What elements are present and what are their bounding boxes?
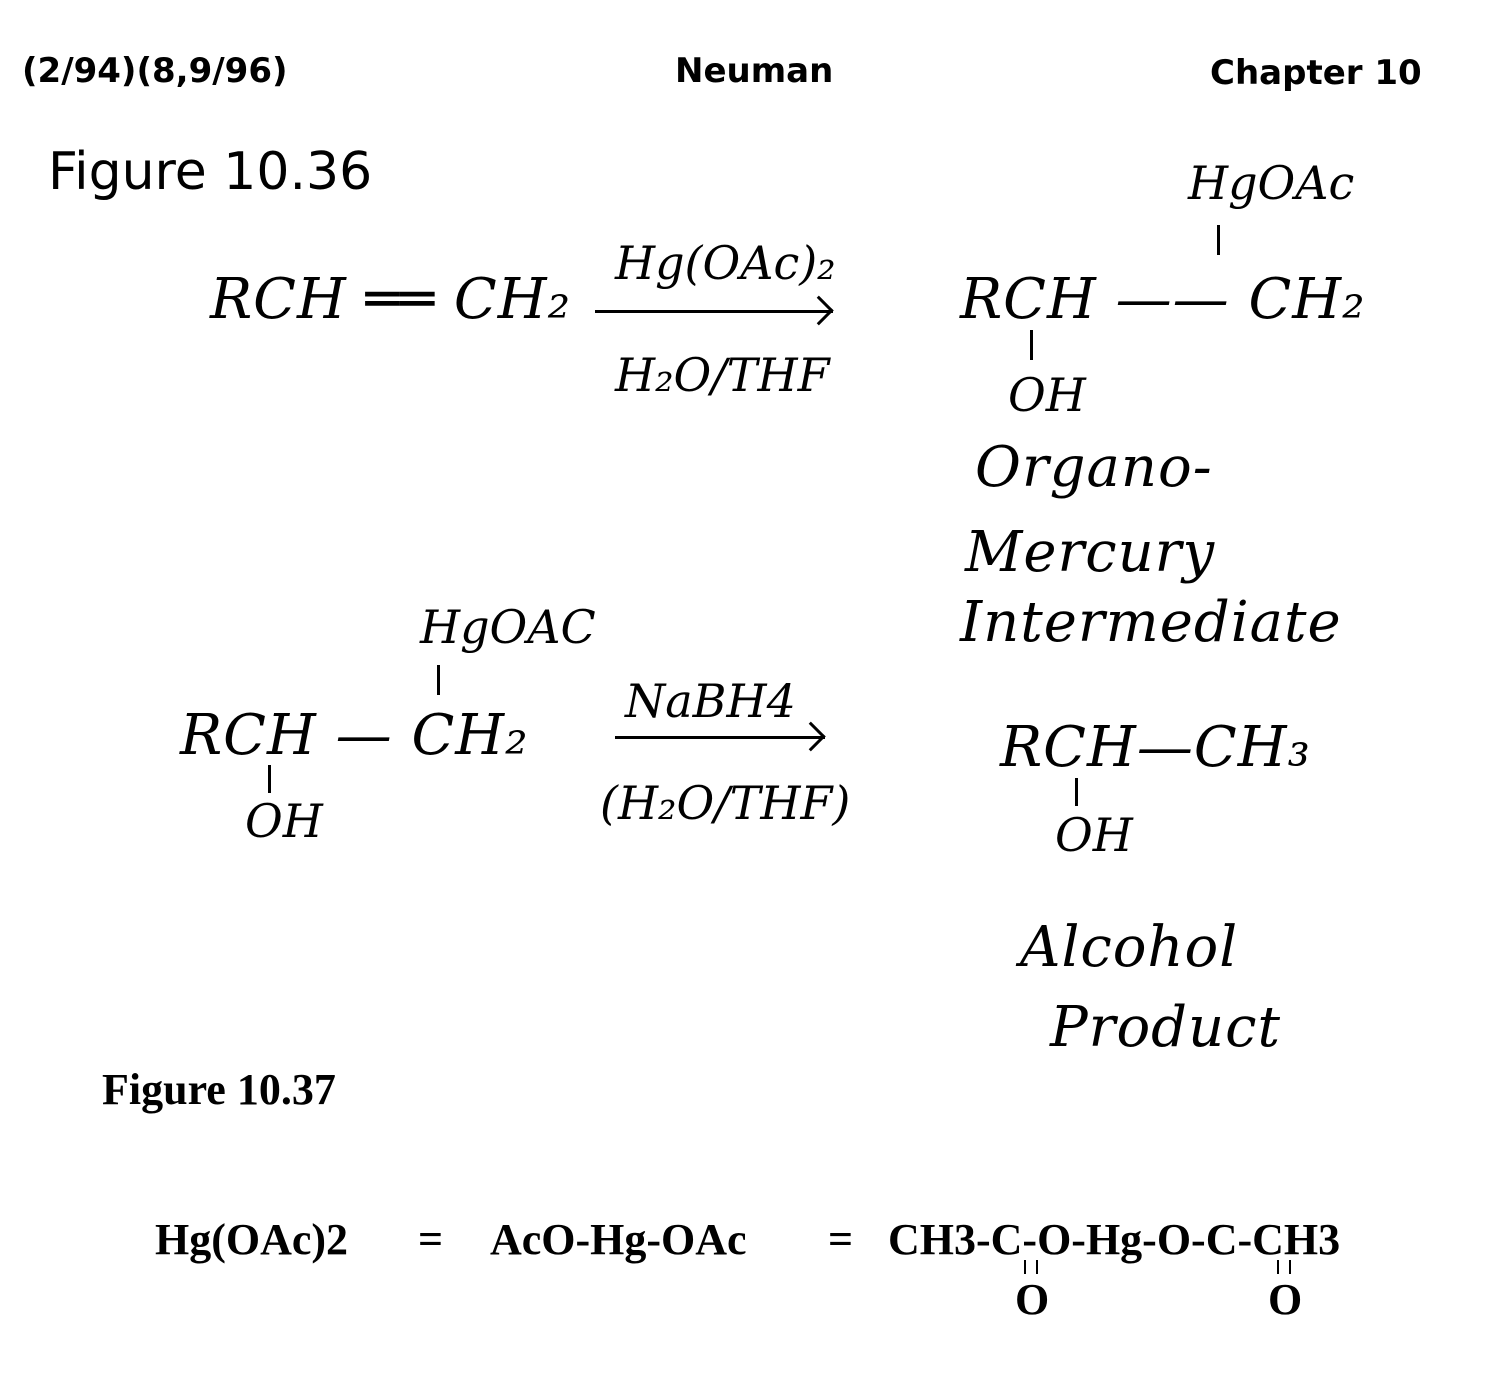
bond-line	[1217, 225, 1220, 255]
formula-aco-hg-oac: AcO-Hg-OAc	[490, 1215, 747, 1264]
reaction2-reagent-top: NaBH4	[625, 674, 796, 728]
reaction1-reactant: RCH ══ CH₂	[210, 267, 572, 332]
label-mercury: Mercury	[965, 520, 1216, 585]
reaction2-reactant-hgoac: HgOAC	[420, 600, 596, 654]
double-bond	[1024, 1260, 1038, 1274]
label-product: Product	[1050, 995, 1281, 1060]
reaction1-product-main: RCH —— CH₂	[960, 267, 1366, 332]
reaction2-product-oh: OH	[1055, 808, 1133, 862]
carbonyl-oxygen-1: O	[1015, 1275, 1050, 1324]
formula-hg-oac-2: Hg(OAc)2	[155, 1215, 349, 1264]
reaction-arrow-2	[615, 736, 825, 739]
double-bond	[1277, 1260, 1291, 1274]
reaction-arrow-1	[595, 310, 833, 313]
header-dates: (2/94)(8,9/96)	[22, 51, 288, 91]
equals-sign: =	[828, 1215, 854, 1264]
header-author: Neuman	[675, 51, 834, 91]
bond-line	[1030, 330, 1033, 360]
header-chapter: Chapter 10	[1210, 53, 1422, 93]
bond-line	[268, 765, 271, 793]
reaction1-reagent-top: Hg(OAc)₂	[615, 236, 836, 290]
reaction1-reagent-bottom: H₂O/THF	[615, 348, 830, 402]
figure-10-37-title: Figure 10.37	[102, 1065, 336, 1114]
label-organo: Organo-	[975, 435, 1213, 500]
reaction1-product-oh: OH	[1008, 368, 1086, 422]
reaction2-reagent-bottom: (H₂O/THF)	[600, 776, 851, 830]
reaction1-product-hgoac: HgOAc	[1188, 156, 1355, 210]
figure-10-36-title: Figure 10.36	[48, 142, 373, 202]
bond-line	[437, 665, 440, 695]
reaction2-product-main: RCH—CH₃	[1000, 715, 1311, 780]
equals-sign: =	[418, 1215, 444, 1264]
reaction2-reactant-main: RCH — CH₂	[180, 703, 529, 768]
bond-line	[1075, 778, 1078, 806]
carbonyl-oxygen-2: O	[1268, 1275, 1303, 1324]
label-intermediate: Intermediate	[960, 590, 1342, 655]
reaction2-reactant-oh: OH	[245, 794, 323, 848]
label-alcohol: Alcohol	[1020, 915, 1239, 980]
formula-expanded: CH3-C-O-Hg-O-C-CH3	[888, 1215, 1341, 1264]
